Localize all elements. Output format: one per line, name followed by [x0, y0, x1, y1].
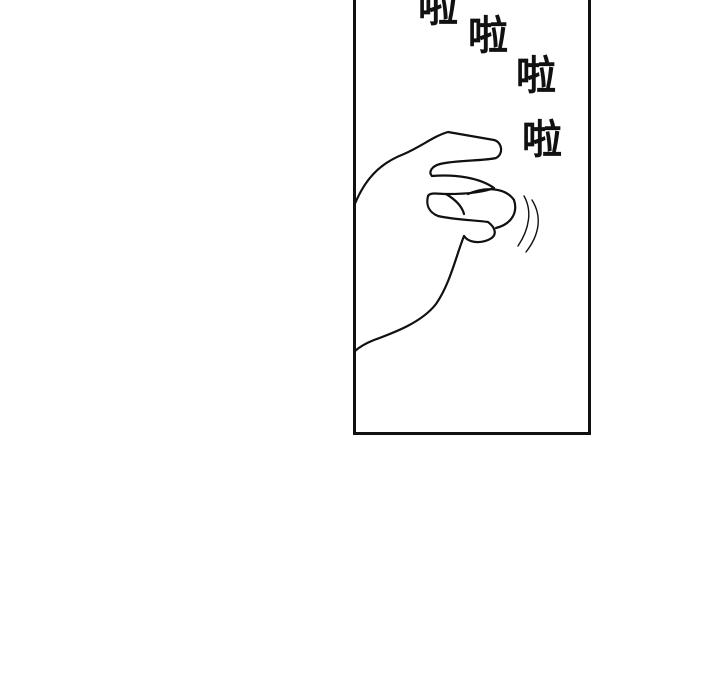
hand-snapping-icon [356, 130, 539, 352]
sound-effect-text: 啦 [516, 53, 556, 99]
sound-effect-text: 啦 [418, 0, 458, 31]
comic-panel: 啦 啦 啦 啦 [353, 0, 591, 435]
sound-effect-text: 啦 [468, 13, 508, 59]
sound-effect-text: 啦 [522, 117, 562, 163]
